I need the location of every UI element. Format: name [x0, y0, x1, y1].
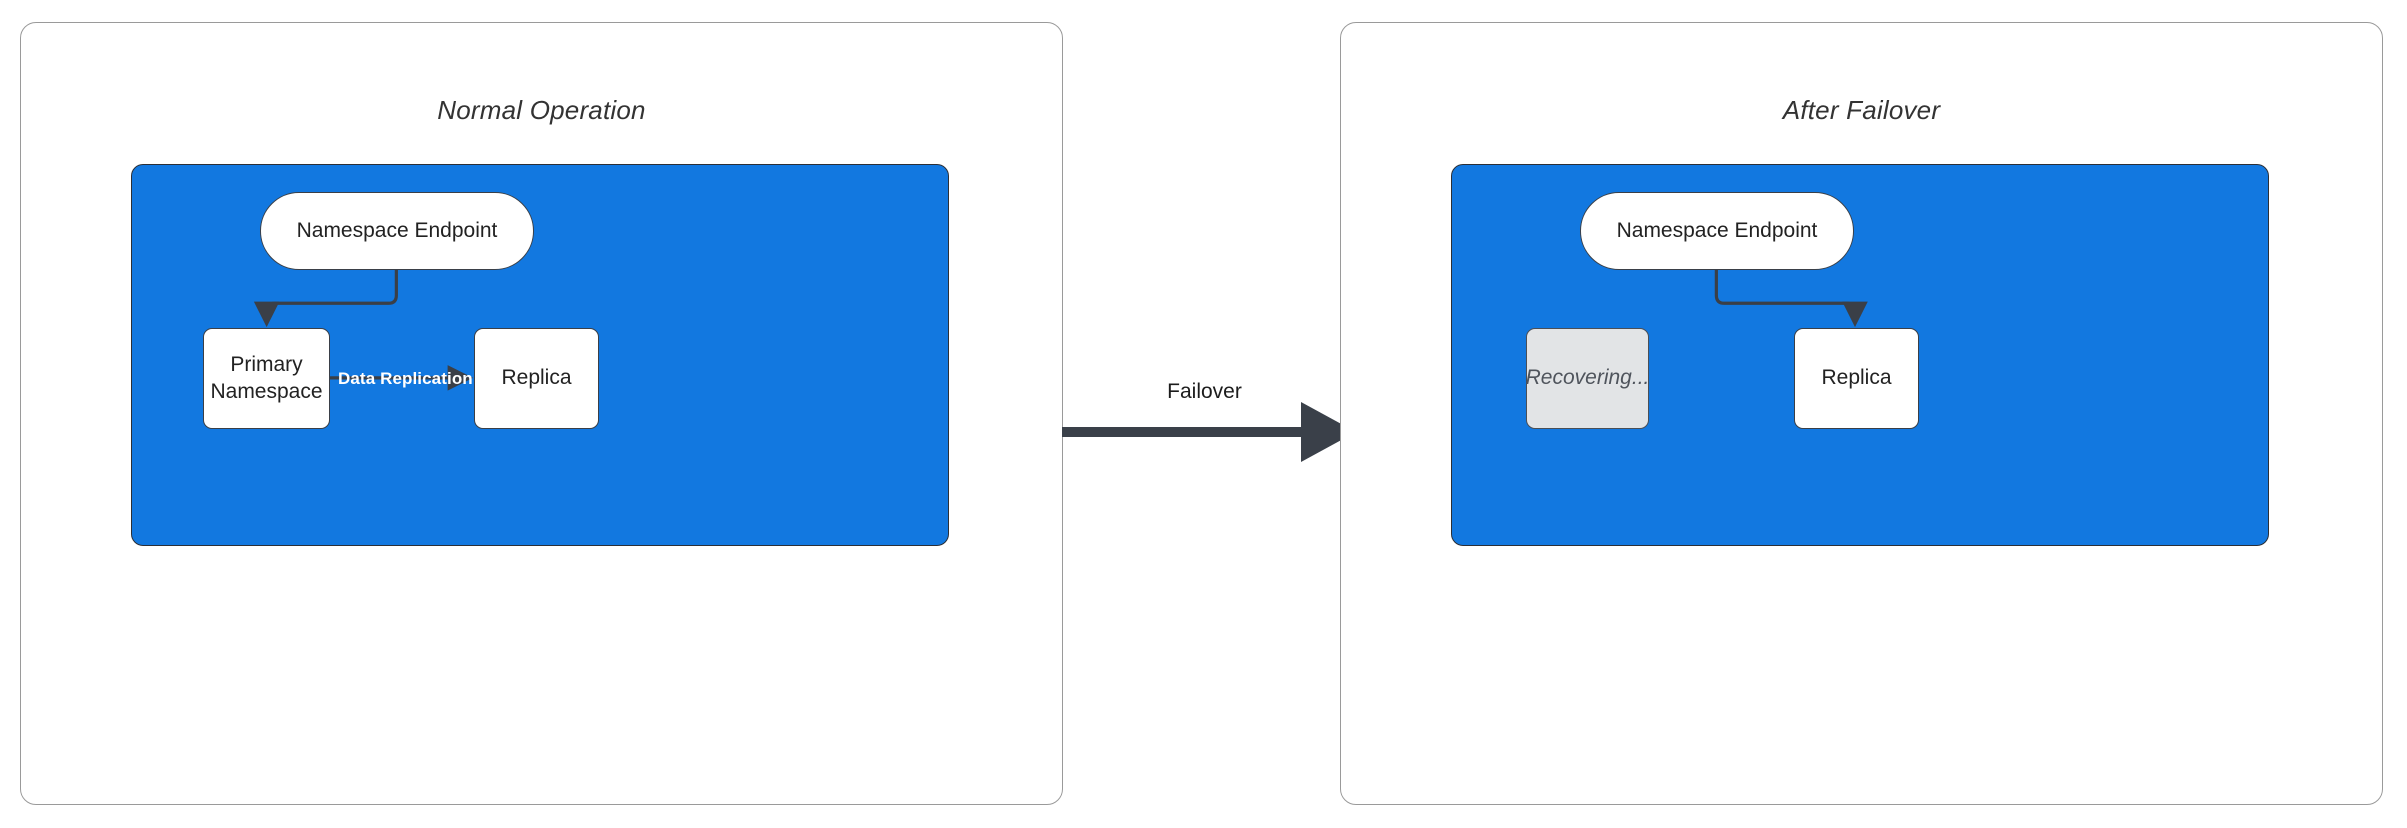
connector-layer-left [253, 267, 474, 391]
edge-endpoint-to-primary [253, 267, 398, 328]
failover-arrow-icon [1062, 402, 1357, 462]
edge-label-data-replication: Data Replication [338, 369, 473, 388]
failover-transition: Failover [1062, 380, 1357, 480]
node-label: Primary Namespace [210, 352, 322, 405]
node-label-line1: Primary [230, 353, 303, 377]
panel-title-after-failover: After Failover [1782, 95, 1941, 125]
panel-after-failover: After Failover Namespace Endpoint Recove… [1340, 22, 2383, 805]
node-label: Namespace Endpoint [296, 218, 498, 242]
failover-label: Failover [1167, 380, 1242, 403]
node-namespace-endpoint[interactable]: Namespace Endpoint [1580, 192, 1854, 270]
node-label: Recovering... [1525, 366, 1650, 390]
region-after-failover: Namespace Endpoint Recovering... Replica [1451, 164, 2269, 546]
panel-normal-operation: Normal Operation Namespace Endpoint [20, 22, 1063, 805]
node-replica[interactable]: Replica [474, 328, 599, 429]
node-namespace-endpoint[interactable]: Namespace Endpoint [260, 192, 534, 270]
node-label-line2: Namespace [210, 379, 323, 403]
node-label: Replica [501, 366, 572, 390]
panel-title-normal-operation: Normal Operation [437, 95, 646, 125]
node-replica[interactable]: Replica [1794, 328, 1919, 429]
node-label: Replica [1821, 366, 1892, 390]
region-normal-operation: Namespace Endpoint Primary Namespace Rep… [131, 164, 949, 546]
node-primary-namespace[interactable]: Primary Namespace [203, 328, 330, 429]
edge-endpoint-to-replica [1714, 267, 1868, 328]
node-label: Namespace Endpoint [1616, 218, 1818, 242]
node-recovering[interactable]: Recovering... [1526, 328, 1649, 429]
connector-layer-right [1714, 267, 1868, 328]
